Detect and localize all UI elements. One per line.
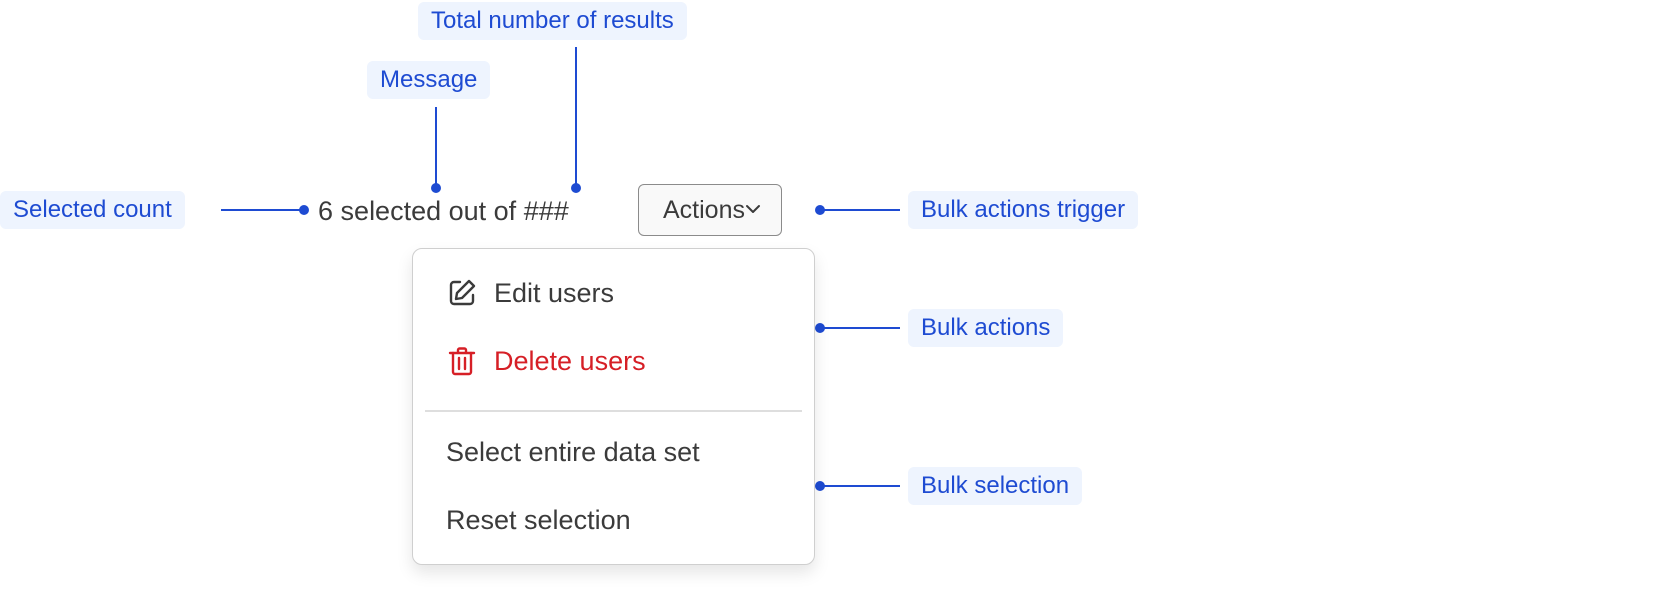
bulk-actions-trigger-label: Actions bbox=[663, 195, 745, 224]
menu-item-label: Delete users bbox=[494, 345, 646, 376]
callout-bulk-actions: Bulk actions bbox=[908, 309, 1064, 347]
menu-item-label: Edit users bbox=[494, 277, 615, 308]
selection-message: selected out of bbox=[340, 196, 517, 226]
menu-item-select-entire-data-set[interactable]: Select entire data set bbox=[413, 421, 814, 483]
total-results: ### bbox=[523, 196, 569, 226]
selected-count: 6 bbox=[318, 196, 334, 226]
trash-icon bbox=[448, 347, 476, 376]
callout-bulk-selection: Bulk selection bbox=[908, 467, 1083, 505]
callout-selected-count: Selected count bbox=[0, 191, 185, 229]
menu-divider bbox=[425, 410, 802, 412]
menu-item-delete-users[interactable]: Delete users bbox=[413, 330, 814, 392]
leader-selected-count bbox=[221, 209, 305, 211]
menu-item-label: Reset selection bbox=[446, 504, 631, 535]
leader-bulk-actions bbox=[820, 327, 900, 329]
selection-summary: 6 selected out of ### bbox=[318, 191, 569, 231]
leader-dot-total-results bbox=[571, 183, 581, 193]
menu-item-reset-selection[interactable]: Reset selection bbox=[413, 489, 814, 551]
leader-dot-bulk-actions-trigger bbox=[815, 205, 825, 215]
bulk-actions-menu: Edit users Delete users Select entire da… bbox=[412, 248, 815, 565]
callout-bulk-actions-trigger: Bulk actions trigger bbox=[908, 191, 1139, 229]
chevron-down-icon bbox=[746, 205, 760, 213]
leader-bulk-selection bbox=[820, 485, 900, 487]
callout-total-results: Total number of results bbox=[418, 2, 687, 40]
leader-dot-message bbox=[431, 183, 441, 193]
menu-item-label: Select entire data set bbox=[446, 436, 700, 467]
leader-total-results bbox=[575, 47, 577, 187]
edit-icon bbox=[449, 279, 476, 306]
leader-dot-selected-count bbox=[299, 205, 309, 215]
leader-message bbox=[435, 107, 437, 187]
menu-item-edit-users[interactable]: Edit users bbox=[413, 262, 814, 324]
leader-dot-bulk-selection bbox=[815, 481, 825, 491]
leader-dot-bulk-actions bbox=[815, 323, 825, 333]
bulk-actions-trigger[interactable]: Actions bbox=[638, 184, 782, 236]
leader-bulk-actions-trigger bbox=[820, 209, 900, 211]
callout-message: Message bbox=[367, 61, 491, 99]
